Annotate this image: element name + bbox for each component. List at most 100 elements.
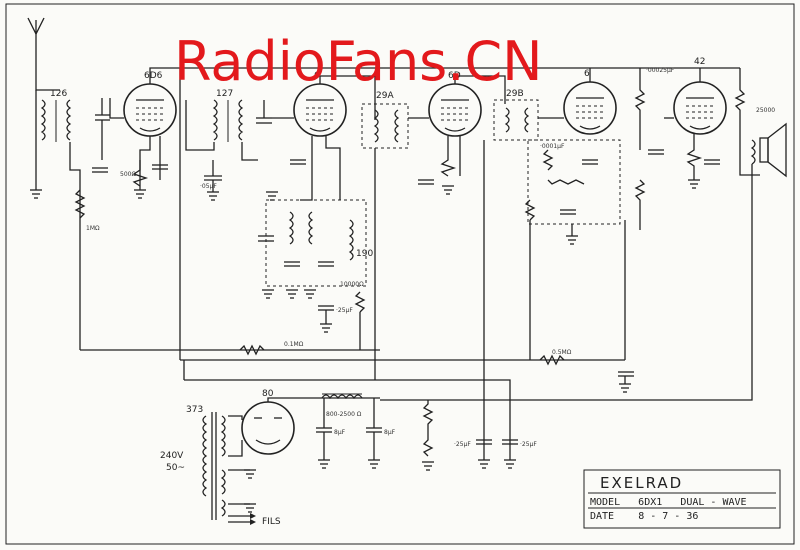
- oscillator-coil: [288, 211, 314, 245]
- resistor-bleeder: [422, 400, 434, 457]
- ground-3: [207, 191, 219, 201]
- label-r-05m: 0.5MΩ: [552, 349, 572, 356]
- tuning-cap-osc: [258, 235, 274, 242]
- resistor-avc: [239, 344, 265, 356]
- label-voltage: 240V: [160, 451, 184, 461]
- label-c-8uf-b: 8μF: [384, 429, 396, 436]
- tuning-cap-1: [95, 98, 110, 160]
- cap-25uf-osc: [318, 305, 334, 311]
- oscillator-box: [265, 199, 367, 287]
- coil-label-126: 126: [50, 89, 67, 99]
- ground-osc-2: [262, 289, 274, 299]
- if-29b-box: [493, 99, 539, 141]
- ground-pwr-7: [504, 459, 516, 469]
- resistor-25000: [734, 68, 760, 176]
- date-value: 8 - 7 - 36: [638, 511, 699, 522]
- coil-127: [212, 99, 244, 142]
- sheet-border: [5, 3, 795, 545]
- coil-label-29b: 29B: [506, 89, 524, 99]
- ground-1: [30, 189, 42, 199]
- cap-8uf-1: [316, 427, 332, 433]
- model-line: MODEL 6DX1 DUAL - WAVE: [590, 497, 747, 508]
- if-29a: [373, 109, 400, 143]
- model-label: MODEL: [590, 497, 621, 508]
- cap-25uf-det: [618, 371, 634, 377]
- coil-190: [348, 219, 354, 261]
- ground-pwr-2: [244, 503, 256, 513]
- tube-label-6d: 6D: [448, 71, 461, 81]
- tube-42: [673, 81, 727, 135]
- tube-6-detector: [563, 81, 617, 135]
- label-c-0001: ·0001μF: [540, 143, 565, 150]
- cap-output: [704, 159, 720, 165]
- ground-8: [688, 179, 700, 189]
- cap-c1: [92, 167, 108, 173]
- tube-80: [241, 401, 295, 455]
- cap-if: [418, 179, 434, 185]
- cap-mixer: [290, 159, 306, 165]
- ground-pwr-6: [478, 459, 490, 469]
- resistor-grid: [634, 179, 646, 230]
- tube-label-80: 80: [262, 389, 274, 399]
- brand-name: EXELRAD: [600, 474, 684, 492]
- cap-25uf-pwr-1: [476, 439, 492, 445]
- ground-2: [134, 189, 146, 199]
- ground-osc-4: [304, 289, 316, 299]
- label-c-00025: ·00025μF: [646, 67, 675, 74]
- ground-osc: [320, 323, 332, 333]
- resistor-output-cathode: [686, 134, 703, 180]
- resistor-det-3: [524, 199, 536, 221]
- label-r-25000: 25000: [756, 107, 775, 114]
- label-c-25uf-b: ·25μF: [454, 441, 471, 448]
- cap-25uf-pwr-2: [502, 439, 518, 445]
- ground-pwr-1: [244, 469, 256, 479]
- label-r-500: 500Ω: [120, 171, 136, 178]
- fils-arrows: [228, 513, 256, 525]
- label-c-8uf-a: 8μF: [334, 429, 346, 436]
- resistor-det-1: [542, 149, 554, 171]
- model-number: 6DX1: [638, 497, 663, 508]
- cap-bypass-1: [152, 164, 168, 170]
- tube-label-6d6: 6D6: [144, 71, 163, 81]
- coil-126: [40, 99, 72, 142]
- label-c-05uf: ·05μF: [200, 183, 217, 190]
- label-frequency: 50~: [166, 463, 185, 473]
- cap-8uf-2: [366, 427, 382, 433]
- tuning-cap-2: [256, 100, 272, 124]
- resistor-if-cathode: [440, 136, 457, 177]
- cap-osc-3: [284, 261, 300, 267]
- label-r-1m: 1MΩ: [86, 225, 100, 232]
- cap-c2: [204, 175, 222, 181]
- tube-label-6-det: 6: [584, 69, 590, 79]
- model-type: DUAL - WAVE: [680, 497, 747, 508]
- resistor-plate: [634, 68, 646, 150]
- coil-label-29a: 29A: [376, 91, 394, 101]
- antenna-symbol: [27, 17, 45, 80]
- label-field-resistance: 800-2500 Ω: [326, 411, 362, 418]
- cap-det-1: [582, 159, 598, 165]
- ground-6: [566, 235, 578, 245]
- label-r-01m: 0.1MΩ: [284, 341, 304, 348]
- cap-coupling: [648, 149, 664, 155]
- tube-label-6-mixer: 6: [314, 71, 320, 81]
- title-block-frame: [583, 469, 781, 529]
- resistor-1m: [74, 189, 86, 219]
- ground-7: [619, 383, 631, 393]
- cap-det-2: [560, 209, 576, 215]
- cap-osc-2: [318, 261, 334, 267]
- tube-6-mixer: [293, 83, 347, 137]
- resistor-10000: [354, 291, 366, 313]
- coil-label-127: 127: [216, 89, 233, 99]
- label-c-25uf-c: ·25μF: [520, 441, 537, 448]
- if-29b: [504, 107, 530, 133]
- ground-5: [442, 185, 454, 195]
- field-coil: [321, 393, 363, 400]
- label-c-25uf: ·25μF: [336, 307, 353, 314]
- ground-osc-3: [286, 289, 298, 299]
- speaker-symbol: [750, 122, 787, 178]
- if-29a-box: [361, 103, 409, 149]
- resistor-500: [132, 160, 149, 187]
- resistor-05m: [539, 354, 565, 366]
- resistor-det-2: [547, 179, 585, 185]
